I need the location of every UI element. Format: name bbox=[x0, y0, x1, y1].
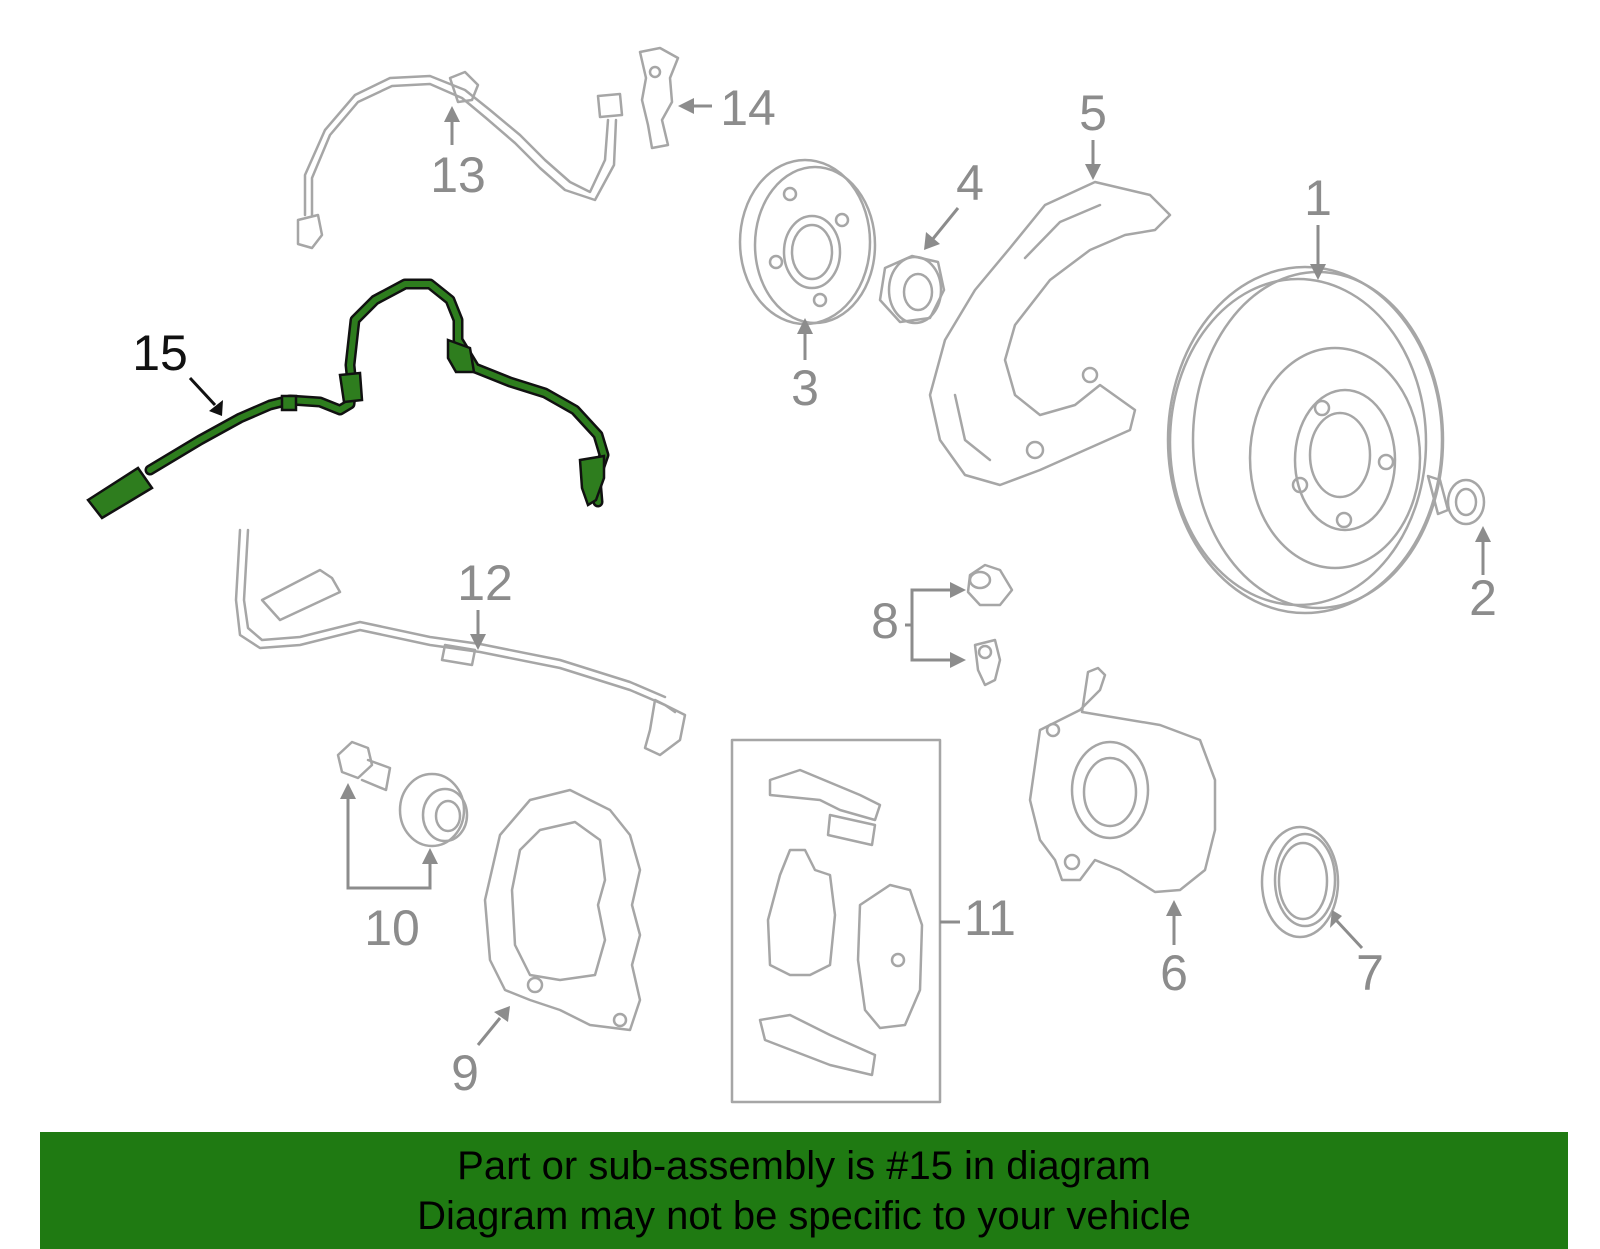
callout-7: 7 bbox=[1330, 910, 1384, 1001]
svg-text:2: 2 bbox=[1469, 570, 1497, 626]
callout-12: 12 bbox=[457, 555, 513, 650]
svg-text:9: 9 bbox=[451, 1045, 479, 1101]
banner-line-2: Diagram may not be specific to your vehi… bbox=[417, 1193, 1191, 1238]
callout-6: 6 bbox=[1160, 900, 1188, 1001]
callout-8: 8 bbox=[871, 582, 966, 668]
svg-text:4: 4 bbox=[956, 155, 984, 211]
banner-line-1: Part or sub-assembly is #15 in diagram bbox=[457, 1143, 1151, 1188]
part-1-brake-rotor[interactable] bbox=[1166, 265, 1445, 615]
svg-text:1: 1 bbox=[1304, 170, 1332, 226]
svg-text:12: 12 bbox=[457, 555, 513, 611]
callout-9: 9 bbox=[451, 1006, 510, 1101]
part-15-abs-wheel-speed-sensor[interactable] bbox=[86, 278, 610, 520]
part-3-wheel-hub[interactable] bbox=[738, 158, 877, 326]
part-4-hub-nut[interactable] bbox=[878, 254, 946, 325]
part-7-piston-seal[interactable] bbox=[1260, 825, 1340, 939]
part-14-hose-clip[interactable] bbox=[638, 46, 680, 150]
callout-11: 11 bbox=[940, 890, 1016, 946]
part-6-brake-caliper[interactable] bbox=[1028, 666, 1217, 894]
svg-text:15: 15 bbox=[132, 325, 188, 381]
svg-text:11: 11 bbox=[964, 890, 1016, 946]
svg-text:5: 5 bbox=[1079, 85, 1107, 141]
svg-text:13: 13 bbox=[430, 147, 486, 203]
part-9-caliper-bracket[interactable] bbox=[483, 788, 642, 1032]
callout-13: 13 bbox=[430, 106, 486, 203]
svg-text:7: 7 bbox=[1356, 945, 1384, 1001]
callout-5: 5 bbox=[1079, 85, 1107, 180]
callout-4: 4 bbox=[924, 155, 984, 250]
svg-text:6: 6 bbox=[1160, 945, 1188, 1001]
part-5-dust-shield[interactable] bbox=[928, 180, 1172, 487]
exploded-parts-diagram: 1 2 3 4 bbox=[86, 46, 1497, 1104]
callout-15: 15 bbox=[132, 325, 223, 416]
svg-text:8: 8 bbox=[871, 593, 899, 649]
svg-text:10: 10 bbox=[364, 900, 420, 956]
callout-10: 10 bbox=[340, 783, 438, 956]
info-banner: Part or sub-assembly is #15 in diagram D… bbox=[40, 1132, 1568, 1249]
svg-text:3: 3 bbox=[791, 360, 819, 416]
callout-3: 3 bbox=[791, 318, 819, 416]
callout-1: 1 bbox=[1304, 170, 1332, 280]
svg-text:14: 14 bbox=[720, 80, 776, 136]
part-2-wheel-bolt[interactable] bbox=[1426, 474, 1486, 526]
part-13-brake-hose[interactable] bbox=[296, 70, 624, 250]
callout-14: 14 bbox=[678, 80, 776, 136]
part-8-bleeder-caps[interactable] bbox=[966, 563, 1014, 687]
part-11-brake-pad-kit[interactable] bbox=[730, 738, 942, 1104]
part-10-guide-bolt-boot[interactable] bbox=[336, 740, 469, 848]
callout-2: 2 bbox=[1469, 526, 1497, 626]
part-12-pad-wear-sensor[interactable] bbox=[234, 528, 687, 757]
